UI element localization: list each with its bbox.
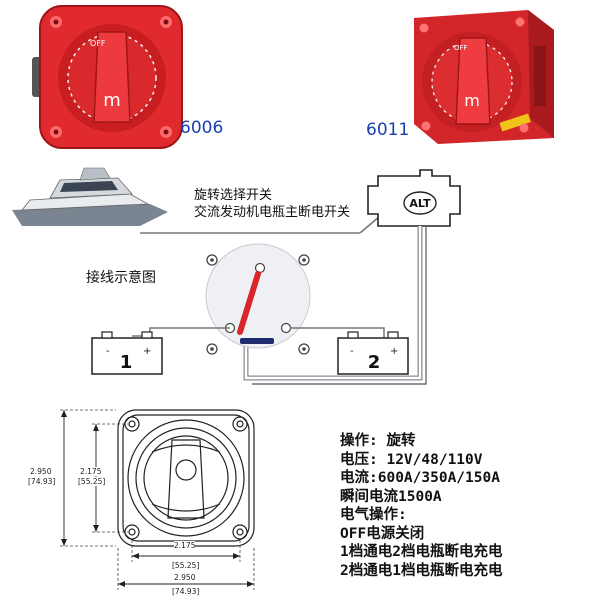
wiring-caption-line2: 交流发动机电瓶主断电开关 <box>194 205 351 220</box>
brand-mark: m <box>464 91 480 110</box>
spec-line: 电流:600A/350A/150A <box>340 470 500 486</box>
dim-height-inner: 2.175 <box>80 467 102 476</box>
battery-1-number: 1 <box>120 352 133 373</box>
spec-line: 操作: 旋转 <box>340 433 416 449</box>
off-label: OFF <box>454 44 468 52</box>
dim-height-outer: 2.950 <box>30 467 52 476</box>
switch-lever <box>237 271 261 335</box>
alternator-icon: ALT <box>367 169 461 227</box>
battery-1-icon: - + 1 <box>91 331 163 375</box>
spec-line: 电气操作: <box>340 507 407 523</box>
off-label: OFF <box>90 39 106 48</box>
spec-line: 2档通电1档电瓶断电充电 <box>340 562 503 579</box>
boat-image <box>12 167 168 226</box>
battery-1-plus: + <box>143 346 151 357</box>
dim-height-outer-mm: [74.93] <box>28 477 56 486</box>
spec-line: 电压: 12V/48/110V <box>340 451 483 468</box>
diagram-title: 接线示意图 <box>86 270 156 286</box>
product-6011-image: OFF m <box>414 10 554 144</box>
alt-label: ALT <box>409 197 431 210</box>
dim-height-inner-mm: [55.25] <box>78 477 106 486</box>
battery-2-plus: + <box>390 346 398 357</box>
model-6011-label: 6011 <box>366 120 410 140</box>
battery-2-minus: - <box>350 346 354 357</box>
dim-width-inner: 2.175 <box>174 541 196 550</box>
spec-list: 操作: 旋转 电压: 12V/48/110V 电流:600A/350A/150A… <box>340 432 598 580</box>
wiring-diagram: ALT - + 1 - + 2 <box>12 167 461 385</box>
dim-width-inner-mm: [55.25] <box>172 561 200 570</box>
battery-2-icon: - + 2 <box>337 331 409 375</box>
dimension-drawing <box>60 409 255 590</box>
model-6006-label: 6006 <box>180 118 224 138</box>
spec-line: 瞬间电流1500A <box>340 488 442 505</box>
dim-width-outer-mm: [74.93] <box>172 587 200 596</box>
dim-width-outer: 2.950 <box>174 573 196 582</box>
battery-1-minus: - <box>106 346 110 357</box>
switch-schematic <box>205 243 311 355</box>
wiring-caption-line1: 旋转选择开关 <box>194 188 273 203</box>
battery-2-number: 2 <box>368 352 381 373</box>
spec-line: OFF电源关闭 <box>340 525 425 542</box>
product-6006-image: OFF m <box>32 5 183 149</box>
brand-mark: m <box>103 90 121 111</box>
spec-line: 1档通电2档电瓶断电充电 <box>340 544 503 560</box>
